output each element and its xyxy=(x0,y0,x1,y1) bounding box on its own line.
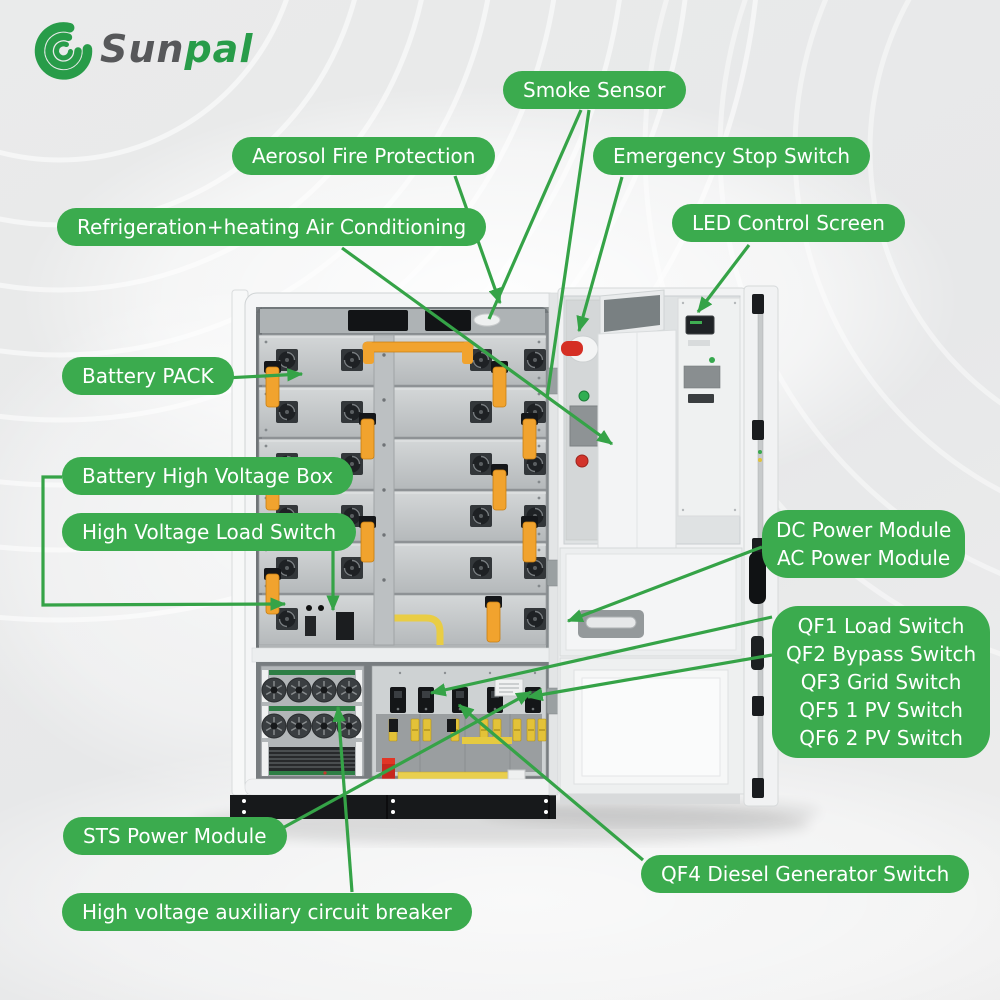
sts-power-module-stack xyxy=(260,665,365,777)
right-top-compartment xyxy=(561,289,741,655)
label-smoke-sensor: Smoke Sensor xyxy=(503,71,686,109)
label-aerosol-fire-protection: Aerosol Fire Protection xyxy=(232,137,496,175)
lead-led-screen xyxy=(696,244,751,314)
label-qf2-bypass-switch: QF2 Bypass Switch xyxy=(786,642,977,666)
label-qf4-diesel-generator-switch: QF4 Diesel Generator Switch xyxy=(641,855,970,893)
label-qf6-pv-switch: QF6 2 PV Switch xyxy=(799,726,963,750)
panel-handle xyxy=(585,616,637,629)
lead-qf-b xyxy=(526,653,773,702)
label-battery-high-voltage-box: Battery High Voltage Box xyxy=(62,457,354,495)
swirl-logo-icon xyxy=(34,22,93,80)
brand-name-green: pal xyxy=(184,27,254,71)
lead-emergency-stop xyxy=(576,176,624,333)
label-emergency-stop-switch: Emergency Stop Switch xyxy=(593,137,871,175)
red-indicator-button xyxy=(575,454,589,468)
label-sts-power-module: STS Power Module xyxy=(63,817,287,855)
cabinet-plinth xyxy=(230,795,556,819)
lead-hv-aux xyxy=(332,705,354,893)
lead-battery-hv-box xyxy=(41,475,287,611)
label-qf1-load-switch: QF1 Load Switch xyxy=(797,614,965,638)
green-indicator-button xyxy=(578,390,590,402)
bottom-compartment xyxy=(256,662,549,783)
red-component xyxy=(382,758,395,765)
label-qf5-pv-switch: QF5 1 PV Switch xyxy=(799,698,963,722)
door-handle xyxy=(749,552,766,604)
lead-sts xyxy=(267,690,533,838)
label-dc-ac-power-module: DC Power Module AC Power Module xyxy=(762,510,966,578)
label-qf-switch-list: QF1 Load Switch QF2 Bypass Switch QF3 Gr… xyxy=(772,606,991,758)
lead-qf-a xyxy=(429,615,773,697)
orange-jumper xyxy=(362,341,474,364)
led-control-screen-device xyxy=(677,297,741,517)
label-dc-power-module: DC Power Module xyxy=(776,518,952,542)
high-voltage-load-switch-device xyxy=(336,612,354,640)
label-ac-power-module: AC Power Module xyxy=(777,546,951,570)
dc-ac-power-module-panel xyxy=(559,547,743,657)
lead-qf4 xyxy=(457,703,645,862)
lead-smoke-sensor-b xyxy=(545,109,591,399)
main-cabinet xyxy=(230,292,561,819)
cabinet-ceiling-vents xyxy=(260,309,545,333)
emergency-stop-button-device xyxy=(561,335,599,363)
right-bay xyxy=(557,287,747,804)
label-high-voltage-load-switch: High Voltage Load Switch xyxy=(62,513,357,551)
lead-smoke-sensor-a xyxy=(487,109,583,320)
lead-refrigeration xyxy=(341,246,614,446)
label-led-control-screen: LED Control Screen xyxy=(672,204,905,242)
label-high-voltage-auxiliary-circuit-breaker: High voltage auxiliary circuit breaker xyxy=(62,893,472,931)
brand-name-gray: Sun xyxy=(100,27,185,71)
brand-name: Sunpal xyxy=(100,27,253,71)
right-bottom-door xyxy=(559,657,745,795)
lead-dc-ac-module xyxy=(566,545,763,623)
label-battery-pack: Battery PACK xyxy=(62,357,234,395)
brand-logo: Sunpal xyxy=(32,18,253,80)
label-qf3-grid-switch: QF3 Grid Switch xyxy=(800,670,962,694)
label-refrigeration-air-conditioning: Refrigeration+heating Air Conditioning xyxy=(57,208,487,246)
